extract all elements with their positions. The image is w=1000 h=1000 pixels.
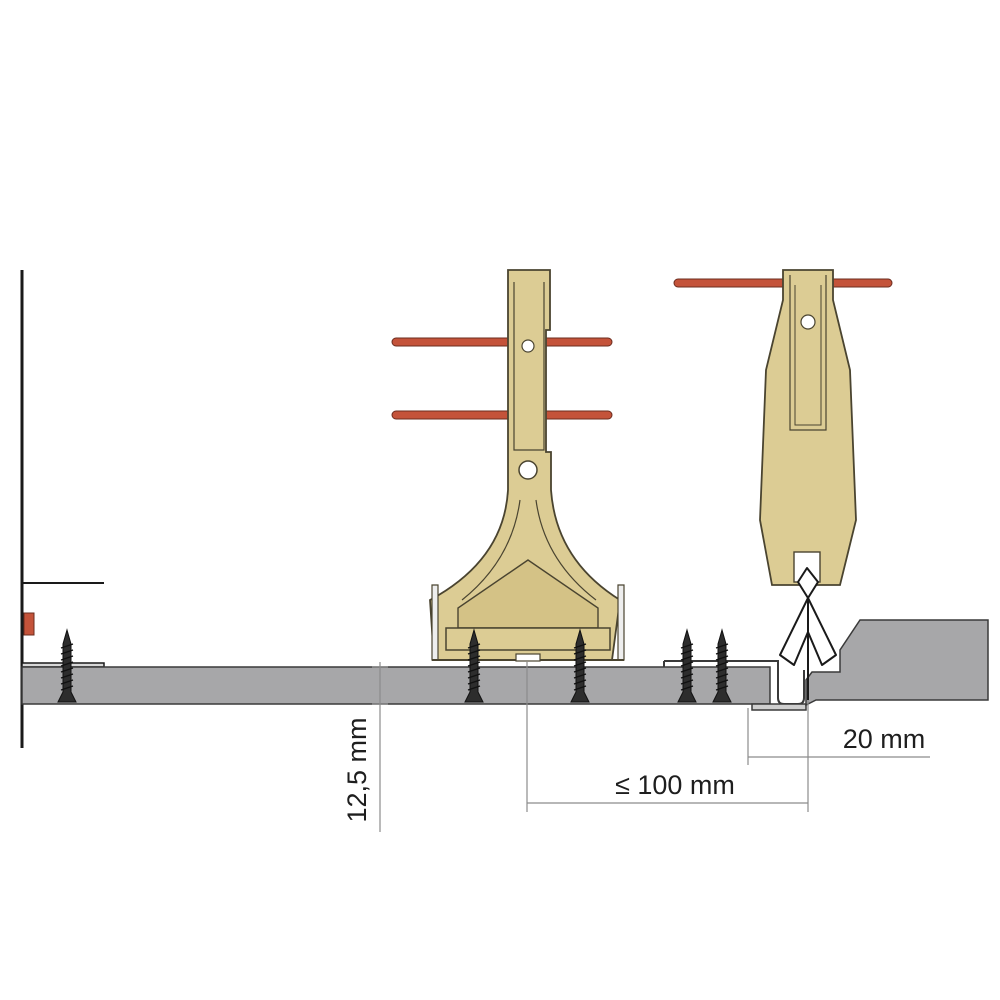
- adjacent-panel: [805, 619, 989, 707]
- dimension-max-spacing: ≤ 100 mm: [526, 662, 809, 812]
- screw-icon: [464, 628, 484, 703]
- screw-icon: [712, 628, 732, 703]
- screw-icon: [57, 628, 77, 703]
- screws: [57, 628, 732, 703]
- spring-clip-hanger: [673, 269, 893, 700]
- board-thickness-label: 12,5 mm: [342, 717, 372, 822]
- threaded-rod-upper: [391, 337, 613, 347]
- gypsum-board: [21, 666, 771, 705]
- screw-icon: [570, 628, 590, 703]
- edge-profile: [663, 660, 807, 711]
- direct-hanger: [391, 269, 625, 662]
- threaded-rod-lower: [391, 410, 613, 420]
- edge-gap-label: 20 mm: [843, 724, 926, 754]
- max-spacing-label: ≤ 100 mm: [615, 770, 735, 800]
- dimension-edge-gap: 20 mm: [747, 708, 930, 765]
- screw-icon: [677, 628, 697, 703]
- dimension-board-thickness: 12,5 mm: [342, 662, 388, 832]
